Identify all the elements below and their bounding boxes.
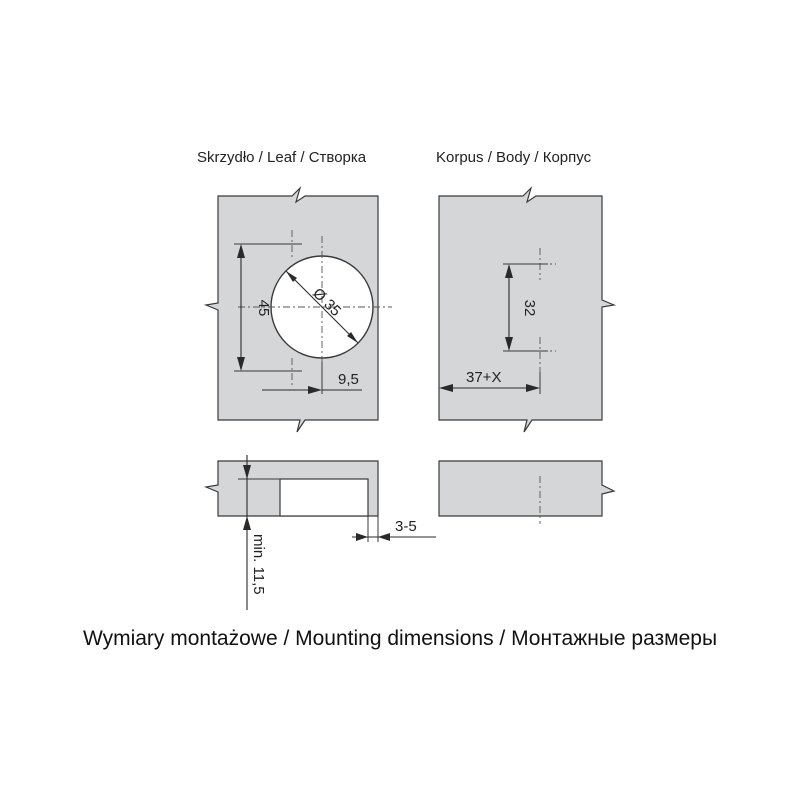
dim-9-5-arrow <box>308 386 322 394</box>
dim-37x-label: 37+X <box>466 369 501 386</box>
dim-45-label: 45 <box>255 300 272 317</box>
caption: Wymiary montażowe / Mounting dimensions … <box>83 627 717 650</box>
dim-3-5-label: 3-5 <box>395 518 417 535</box>
dim-diameter-arrow-start <box>286 271 297 282</box>
dim-min-arrow-top <box>243 465 251 479</box>
dim-diameter-arrow-end <box>347 332 358 343</box>
dim-diameter-line <box>285 270 359 344</box>
dim-3-5-arrow-left <box>356 533 368 541</box>
dim-min-label: min. 11,5 <box>250 534 267 595</box>
body-section-panel <box>438 460 616 517</box>
dim-32-label: 32 <box>521 300 538 317</box>
leaf-header: Skrzydło / Leaf / Створка <box>197 149 367 166</box>
dim-37x-arrow-right <box>526 384 540 392</box>
cup-pocket <box>279 478 369 517</box>
dim-37x-arrow-left <box>439 384 453 392</box>
dim-32-arrow-bottom <box>505 337 513 351</box>
body-header: Korpus / Body / Корпус <box>436 149 592 166</box>
dim-45-arrow-bottom <box>237 357 245 371</box>
dim-min-arrow-bottom <box>243 516 251 530</box>
dim-3-5-arrow-right <box>378 533 390 541</box>
body-panel <box>438 185 617 433</box>
dim-45-arrow-top <box>237 244 245 258</box>
dim-32-arrow-top <box>505 264 513 278</box>
dim-9-5-label: 9,5 <box>338 371 359 388</box>
